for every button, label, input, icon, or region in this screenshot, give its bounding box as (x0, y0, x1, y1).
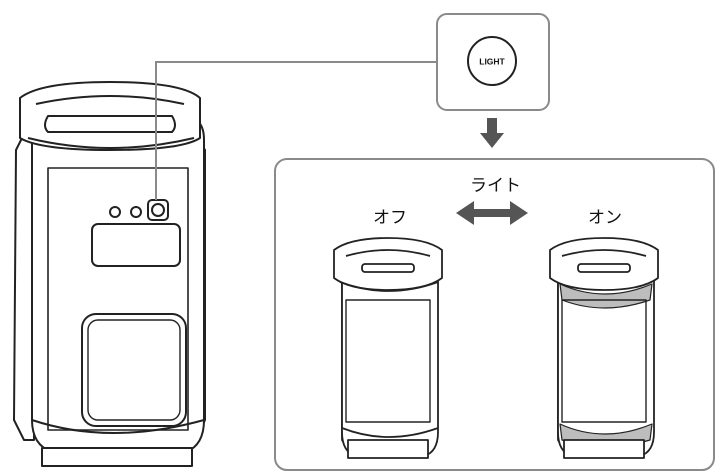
light-button-enlarged (467, 36, 517, 86)
speaker-large-display (91, 223, 181, 267)
light-button-label: LIGHT (479, 57, 505, 67)
light-button-callout: LIGHT (436, 13, 550, 111)
speaker-light-off (333, 237, 443, 459)
light-title: ライト (470, 176, 521, 196)
on-label: オン (588, 208, 622, 228)
down-arrow-icon (480, 118, 504, 148)
toggle-arrow-icon (456, 201, 528, 225)
speaker-large-lower-grille (81, 313, 187, 427)
speaker-light-on (549, 237, 659, 459)
callout-leader-line (155, 61, 438, 200)
speaker-large (13, 81, 206, 467)
off-label: オフ (373, 208, 407, 228)
speaker-large-button-1 (109, 206, 121, 218)
light-glow-top (559, 283, 653, 309)
speaker-large-light-button (151, 203, 165, 217)
speaker-large-button-2 (130, 206, 142, 218)
